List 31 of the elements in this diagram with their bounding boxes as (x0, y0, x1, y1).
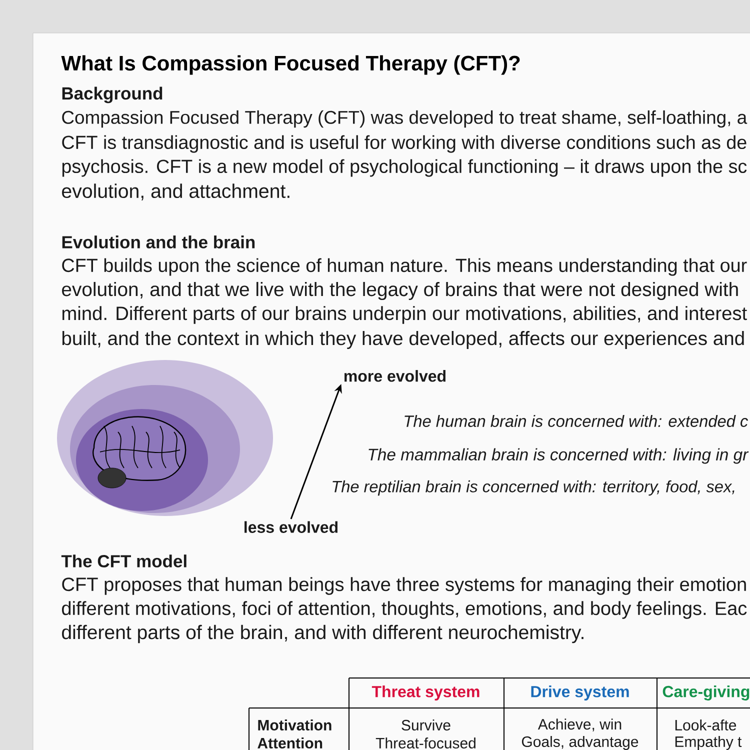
title: What Is Compassion Focused Therapy (CFT)? (61, 55, 520, 75)
table-cell: Look-afte (675, 720, 736, 730)
paragraph-line: CFT builds upon the science of human nature. This means understanding that our (62, 258, 747, 276)
axis-label: less evolved (244, 521, 338, 533)
column-header: Care-giving (662, 686, 750, 700)
brain-level-text: The reptilian brain is concerned with: territory, food, sex, (332, 480, 734, 496)
paragraph-line: CFT is transdiagnostic and is useful for working with diverse conditions such as de (62, 135, 746, 153)
paragraph-line: Compassion Focused Therapy (CFT) was developed to treat shame, self-loathing, a (62, 110, 748, 128)
section-heading: Evolution and the brain (62, 236, 255, 248)
paragraph-line: evolution, and attachment. (62, 184, 290, 200)
paragraph-line: mind. Different parts of our brains underpin our motivations, abilities, and interest (62, 306, 747, 324)
table-cell: Threat-focused (376, 738, 476, 748)
paragraph-line: built, and the context in which they have developed, affects our experiences and (62, 331, 744, 349)
section-heading: Background (62, 86, 162, 104)
paragraph-line: evolution, and that we live with the legacy of brains that were not designed with (62, 282, 738, 300)
section-heading: The CFT model (61, 554, 186, 568)
paragraph-line: psychosis. CFT is a new model of psychological functioning – it draws upon the sc (62, 159, 747, 177)
table-cell: Empathy t (675, 736, 742, 750)
column-header: Drive system (531, 686, 629, 700)
table-cell: Survive (402, 720, 450, 730)
paragraph-line: different motivations, foci of attention, thoughts, emotions, and body feelings. Eac (62, 601, 747, 619)
brain-level-text: The human brain is concerned with: extended c (404, 415, 748, 427)
row-header: Attention (258, 738, 322, 748)
paragraph-line: different parts of the brain, and with different neurochemistry. (62, 624, 584, 644)
table-cell: Goals, advantage (522, 736, 638, 750)
row-header: Motivation (258, 720, 332, 730)
paragraph-line: CFT proposes that human beings have three systems for managing their emotion (62, 577, 746, 595)
axis-label: more evolved (344, 370, 446, 382)
brain-level-text: The mammalian brain is concerned with: living in gr (368, 448, 749, 464)
column-header: Threat system (372, 686, 480, 700)
table-cell: Achieve, win (538, 718, 622, 732)
